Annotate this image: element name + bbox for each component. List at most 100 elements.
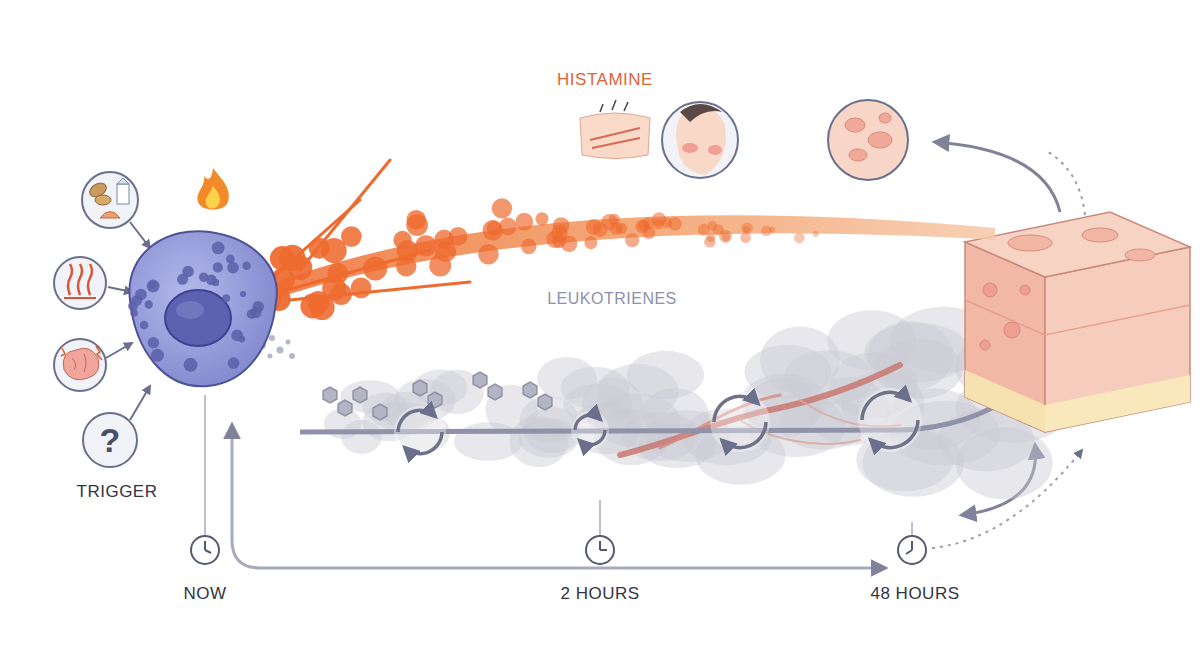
cell-granule xyxy=(222,294,230,302)
cell-granule xyxy=(238,336,245,343)
trigger-circle: ? xyxy=(82,412,138,468)
cell-granule xyxy=(148,337,159,348)
skin-block xyxy=(983,283,997,297)
histamine-splatter xyxy=(553,217,570,234)
cell-granule xyxy=(149,281,156,288)
food-icon xyxy=(82,172,138,228)
text-label: NOW xyxy=(183,584,226,604)
histamine-splatter xyxy=(535,212,548,225)
cell-granule xyxy=(213,262,223,272)
text-label: LEUKOTRIENES xyxy=(547,290,677,308)
histamine-splatter xyxy=(584,236,597,249)
clock-icon xyxy=(906,550,912,554)
leukotriene-cloud xyxy=(277,347,284,354)
timeline-arc xyxy=(911,522,913,535)
flushed-face-icon xyxy=(662,102,738,178)
stress-icon xyxy=(63,348,99,380)
cell-granule xyxy=(131,295,142,306)
skin-block xyxy=(1045,375,1190,432)
cell-granule xyxy=(240,291,246,297)
flushed-face-icon xyxy=(708,145,722,155)
food-icon xyxy=(117,178,129,184)
histamine-splatter xyxy=(713,224,724,235)
stress-icon xyxy=(54,339,106,391)
skin-block xyxy=(965,212,1190,432)
hives-icon xyxy=(849,149,867,161)
skin-block xyxy=(1004,322,1020,338)
leukotriene-molecule xyxy=(473,372,487,388)
cell-granule xyxy=(147,280,160,293)
cycle-icon xyxy=(405,432,442,454)
histamine-splatter xyxy=(521,239,536,254)
cycle-icon xyxy=(722,422,766,448)
histamine-splatter xyxy=(492,198,512,218)
histamine-splatter xyxy=(515,213,533,231)
cell-granule xyxy=(228,357,240,369)
histamine-splatter xyxy=(662,217,673,228)
stress-icon xyxy=(72,354,86,372)
node-text: ? xyxy=(100,423,121,457)
feedback-arrow xyxy=(935,142,1060,212)
stress-icon xyxy=(96,346,102,360)
itch-icon xyxy=(580,113,650,159)
cell-granule xyxy=(151,349,164,362)
trigger-arrow xyxy=(108,287,132,292)
skin-block xyxy=(965,300,1190,335)
cycle-icon xyxy=(571,411,609,449)
hives-icon xyxy=(845,118,865,132)
cell-granule xyxy=(212,279,219,286)
text-label: 2 HOURS xyxy=(560,584,639,604)
clock-icon xyxy=(600,549,607,551)
cell-granule xyxy=(140,321,148,329)
skin-block xyxy=(1082,228,1118,242)
hives-icon xyxy=(828,100,908,180)
food-icon xyxy=(95,195,111,205)
clock-icon xyxy=(898,536,926,564)
hives-icon xyxy=(868,132,892,148)
clock-icon xyxy=(205,550,211,553)
histamine-splatter xyxy=(740,232,751,243)
leukotriene-cloud xyxy=(269,335,275,341)
histamine-splatter xyxy=(636,220,650,234)
cycle-icon xyxy=(714,396,758,422)
histamine-splatter xyxy=(290,282,470,300)
heat-icon xyxy=(68,264,92,295)
blood-vessel xyxy=(620,365,900,455)
cycle-icon xyxy=(580,430,606,445)
cycle-icon xyxy=(862,392,910,420)
cell-granule xyxy=(128,242,264,372)
food-icon xyxy=(100,212,120,219)
leukotriene-cloud xyxy=(537,357,597,400)
skin-block xyxy=(980,340,990,350)
trigger-arrow xyxy=(106,343,132,358)
histamine-splatter xyxy=(300,160,390,270)
cycle-icon xyxy=(394,406,446,458)
histamine-splatter xyxy=(280,250,430,292)
clock-icon xyxy=(599,541,601,550)
itch-icon xyxy=(600,100,628,112)
clock-icon xyxy=(586,536,614,564)
cell-granule xyxy=(212,242,225,255)
leukotriene-cloud xyxy=(268,354,273,359)
leukotriene-molecule xyxy=(338,400,352,416)
flushed-face-icon xyxy=(662,102,738,178)
itch-icon xyxy=(580,100,650,159)
leukotriene-cloud xyxy=(286,340,291,345)
trigger-arrow xyxy=(130,222,150,248)
itch-icon xyxy=(590,128,640,148)
skin-block xyxy=(1008,235,1052,251)
skin-block xyxy=(965,212,1190,277)
cycle-icon xyxy=(870,420,918,448)
cycle-icon xyxy=(710,392,770,452)
clock-icon xyxy=(191,536,926,564)
clock-icon xyxy=(898,536,926,564)
cell-granule xyxy=(145,300,153,308)
trigger-arrow xyxy=(106,222,150,420)
flushed-face-icon xyxy=(676,107,726,175)
histamine-splatter xyxy=(341,226,362,247)
cell-granule xyxy=(182,266,194,278)
food-icon xyxy=(117,184,129,204)
leukotriene-molecule xyxy=(413,380,427,396)
cycle-icon xyxy=(398,410,435,432)
